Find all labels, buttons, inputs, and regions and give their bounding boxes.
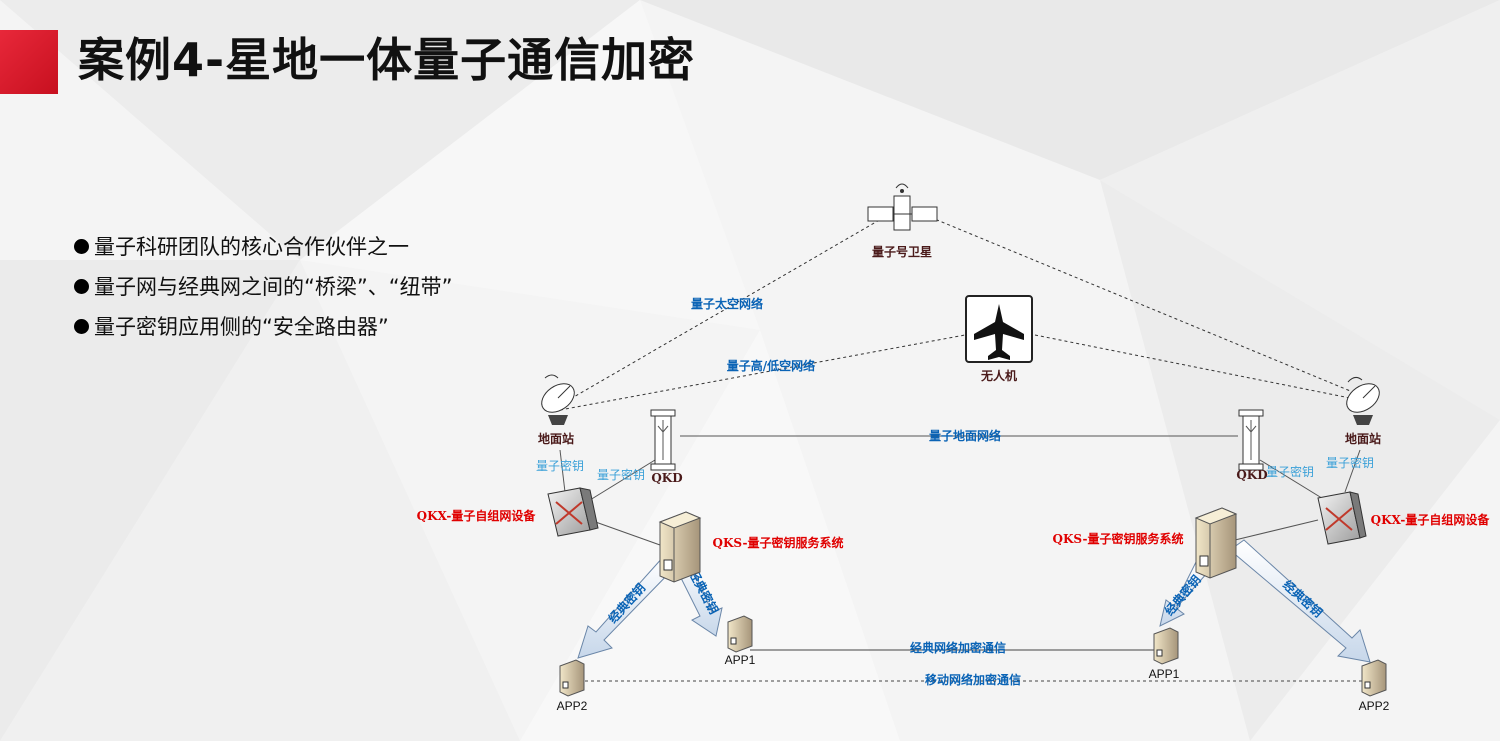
- classic-key-label: 经典密钥: [605, 580, 648, 626]
- quantum-key-label: 量子密钥: [1326, 455, 1374, 470]
- ground-station-right-label: 地面站: [1345, 431, 1381, 446]
- airplane-icon: [965, 295, 1033, 363]
- bullet-dot-icon: [74, 278, 89, 294]
- bullet-dot-icon: [74, 238, 89, 254]
- qkx-switch-icon: [1317, 491, 1367, 545]
- qkd-qkx-link-right: [1259, 459, 1326, 501]
- bullet-item: 量子科研团队的核心合作伙伴之一: [74, 226, 453, 266]
- bullet-text: 量子密钥应用侧的“安全路由器”: [94, 315, 389, 339]
- air-link-right: [1034, 334, 1361, 401]
- app-server-icon: [727, 615, 753, 653]
- qkx-right-label: QKX-量子自组网设备: [1371, 512, 1491, 527]
- satellite-label: 量子号卫星: [872, 244, 932, 259]
- app1-right-label: APP1: [1149, 667, 1180, 681]
- air-network-label: 量子高/低空网络: [727, 358, 815, 373]
- ground-network-label: 量子地面网络: [929, 428, 1001, 443]
- qks-right-label: QKS-量子密钥服务系统: [1053, 531, 1184, 546]
- app-server-icon: [1361, 659, 1387, 697]
- ground-station-left-label: 地面站: [538, 431, 574, 446]
- satellite-icon: [867, 183, 938, 231]
- app2-right-label: APP2: [1359, 699, 1390, 713]
- bullet-dot-icon: [74, 318, 89, 334]
- qkd-device-icon: [650, 409, 676, 471]
- space-network-label: 量子太空网络: [691, 296, 763, 311]
- bullet-text: 量子科研团队的核心合作伙伴之一: [94, 235, 409, 259]
- qkd-device-icon: [1238, 409, 1264, 471]
- air-link-left: [559, 334, 966, 411]
- qkd-left-label: QKD: [651, 471, 682, 485]
- bullet-item: 量子网与经典网之间的“桥梁”、“纽带”: [74, 266, 453, 306]
- mobile-encrypt-label: 移动网络加密通信: [925, 672, 1021, 687]
- qks-left-label: QKS-量子密钥服务系统: [713, 535, 844, 550]
- qkx-switch-icon: [547, 487, 599, 537]
- quantum-key-label: 量子密钥: [597, 467, 645, 482]
- classic-key-label: 经典密钥: [1161, 572, 1203, 618]
- server-icon: [658, 511, 702, 583]
- classic-encrypt-label: 经典网络加密通信: [910, 640, 1006, 655]
- bullet-item: 量子密钥应用侧的“安全路由器”: [74, 306, 453, 346]
- app-server-icon: [559, 659, 585, 697]
- qkd-qkx-link-left: [589, 459, 656, 501]
- quantum-key-label: 量子密钥: [1266, 464, 1314, 479]
- qkd-right-label: QKD: [1236, 468, 1267, 482]
- station-qkx-link-right: [1344, 449, 1361, 493]
- station-qkx-link-left: [559, 449, 566, 493]
- server-icon: [1194, 507, 1238, 579]
- app-server-icon: [1153, 627, 1179, 665]
- satellite-dish-icon: [541, 374, 575, 425]
- bullet-list: 量子科研团队的核心合作伙伴之一 量子网与经典网之间的“桥梁”、“纽带” 量子密钥…: [74, 226, 453, 346]
- space-link-right: [924, 214, 1361, 396]
- qkx-qks-link-right: [1234, 519, 1319, 541]
- app1-left-label: APP1: [725, 653, 756, 667]
- satellite-dish-icon: [1346, 376, 1380, 425]
- bullet-text: 量子网与经典网之间的“桥梁”、“纽带”: [94, 275, 453, 299]
- qkx-left-label: QKX-量子自组网设备: [417, 508, 537, 523]
- app2-left-label: APP2: [557, 699, 588, 713]
- title-accent-bar: [0, 30, 58, 94]
- quantum-key-label: 量子密钥: [536, 458, 584, 473]
- drone-label: 无人机: [980, 368, 1017, 383]
- qkx-qks-link-left: [589, 519, 661, 546]
- classic-key-arrow: 经典密钥: [1229, 539, 1371, 663]
- page-title: 案例4-星地一体量子通信加密: [78, 33, 696, 87]
